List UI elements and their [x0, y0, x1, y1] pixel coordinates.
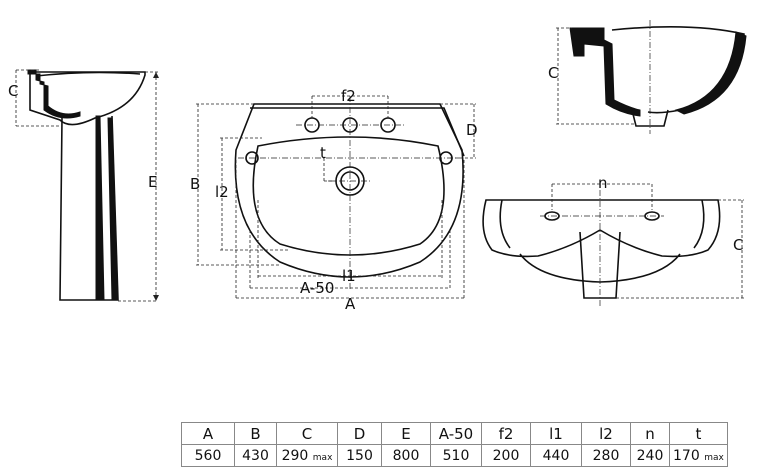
front-t-label: t	[320, 144, 326, 162]
front-f2-label: f2	[341, 87, 356, 105]
header-t: t	[669, 422, 728, 445]
value-d: 150	[337, 444, 382, 467]
front-view	[196, 95, 476, 300]
header-l2: l2	[581, 422, 631, 445]
value-a50: 510	[430, 444, 482, 467]
side-e-label: E	[148, 173, 157, 191]
table-header-row: A B C D E A-50 f2 l1 l2 n t	[181, 422, 728, 445]
back-view	[482, 183, 744, 306]
header-a50: A-50	[430, 422, 482, 445]
value-e: 800	[381, 444, 431, 467]
value-l2: 280	[581, 444, 631, 467]
front-d-label: D	[466, 121, 478, 139]
front-a-label: A	[345, 295, 356, 313]
front-b-label: B	[190, 175, 200, 193]
table-value-row: 560 430 290 max 150 800 510 200 440 280 …	[181, 444, 728, 467]
value-a: 560	[181, 444, 235, 467]
section-c-label: C	[548, 64, 558, 82]
back-c-label: C	[733, 236, 743, 254]
section-view	[556, 20, 747, 134]
value-f2: 200	[481, 444, 531, 467]
header-c: C	[276, 422, 338, 445]
header-f2: f2	[481, 422, 531, 445]
value-l1: 440	[530, 444, 582, 467]
value-c: 290 max	[276, 444, 338, 467]
dimensions-table: A B C D E A-50 f2 l1 l2 n t 560 430 290 …	[181, 422, 728, 467]
header-a: A	[181, 422, 235, 445]
value-t: 170 max	[669, 444, 728, 467]
header-e: E	[381, 422, 431, 445]
side-c-label: C	[8, 82, 18, 100]
header-b: B	[234, 422, 277, 445]
value-b: 430	[234, 444, 277, 467]
front-l1-label: l1	[342, 267, 356, 285]
header-l1: l1	[530, 422, 582, 445]
side-view	[15, 69, 159, 302]
back-n-label: n	[598, 174, 608, 192]
value-n: 240	[630, 444, 670, 467]
front-l2-label: l2	[215, 183, 229, 201]
header-d: D	[337, 422, 382, 445]
header-n: n	[630, 422, 670, 445]
front-a50-label: A-50	[300, 279, 334, 297]
